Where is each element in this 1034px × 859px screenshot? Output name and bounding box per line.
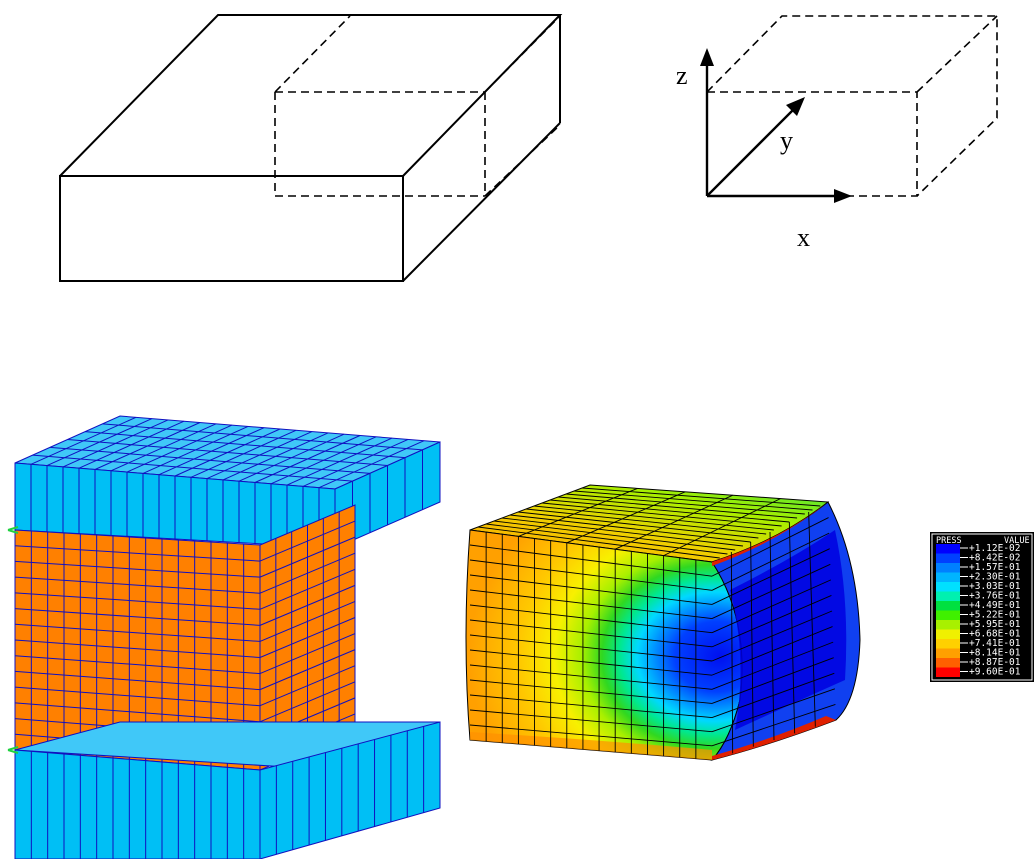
legend-swatch xyxy=(936,563,960,573)
legend-swatch xyxy=(936,658,960,668)
legend-title: PRESS xyxy=(936,536,962,546)
legend-value: +1.57E-01 xyxy=(969,562,1021,573)
coordinate-axes xyxy=(700,48,852,203)
bottom-platen xyxy=(14,721,441,859)
y-axis-label: y xyxy=(780,126,793,155)
legend-swatch xyxy=(936,639,960,649)
legend-value: +4.49E-01 xyxy=(969,600,1021,611)
x-axis-label: x xyxy=(797,223,810,252)
legend-swatch xyxy=(936,667,960,677)
legend-swatch xyxy=(936,601,960,611)
legend-value: +3.76E-01 xyxy=(969,591,1021,602)
legend-value: +5.95E-01 xyxy=(969,619,1021,630)
legend-swatch xyxy=(936,572,960,582)
z-axis-arrow xyxy=(700,48,714,66)
y-axis-arrow xyxy=(786,97,805,116)
legend-value: +6.68E-01 xyxy=(969,629,1021,640)
y-axis-line xyxy=(706,108,795,197)
legend-swatch xyxy=(936,591,960,601)
legend-value: +1.12E-02 xyxy=(969,543,1020,554)
legend-value-header: VALUE xyxy=(1004,536,1030,546)
legend-value: +8.87E-01 xyxy=(969,657,1021,668)
specimen-block xyxy=(14,504,356,771)
inner-block-dashed xyxy=(274,15,561,197)
legend-swatch xyxy=(936,544,960,554)
z-axis-label: z xyxy=(676,61,688,90)
legend-value: +5.22E-01 xyxy=(969,610,1021,621)
axes-dashed-box xyxy=(706,15,998,197)
fe-mesh-model xyxy=(7,415,441,859)
legend-swatch xyxy=(936,620,960,630)
legend-value: +8.42E-02 xyxy=(969,553,1020,564)
pressure-legend: PRESS VALUE +1.12E-02+8.42E-02+1.57E-01+… xyxy=(930,532,1034,682)
legend-value: +3.03E-01 xyxy=(969,581,1021,592)
legend-swatch xyxy=(936,582,960,592)
legend-swatch xyxy=(936,610,960,620)
legend-value: +8.14E-01 xyxy=(969,648,1021,659)
pressure-contour-model xyxy=(465,484,861,761)
legend-swatch xyxy=(936,629,960,639)
legend-swatch xyxy=(936,553,960,563)
legend-swatch xyxy=(936,648,960,658)
legend-value: +2.30E-01 xyxy=(969,572,1021,583)
legend-value: +7.41E-01 xyxy=(969,638,1021,649)
x-axis-arrow xyxy=(834,189,852,203)
legend-value: +9.60E-01 xyxy=(969,667,1021,678)
top-platen xyxy=(14,415,441,549)
